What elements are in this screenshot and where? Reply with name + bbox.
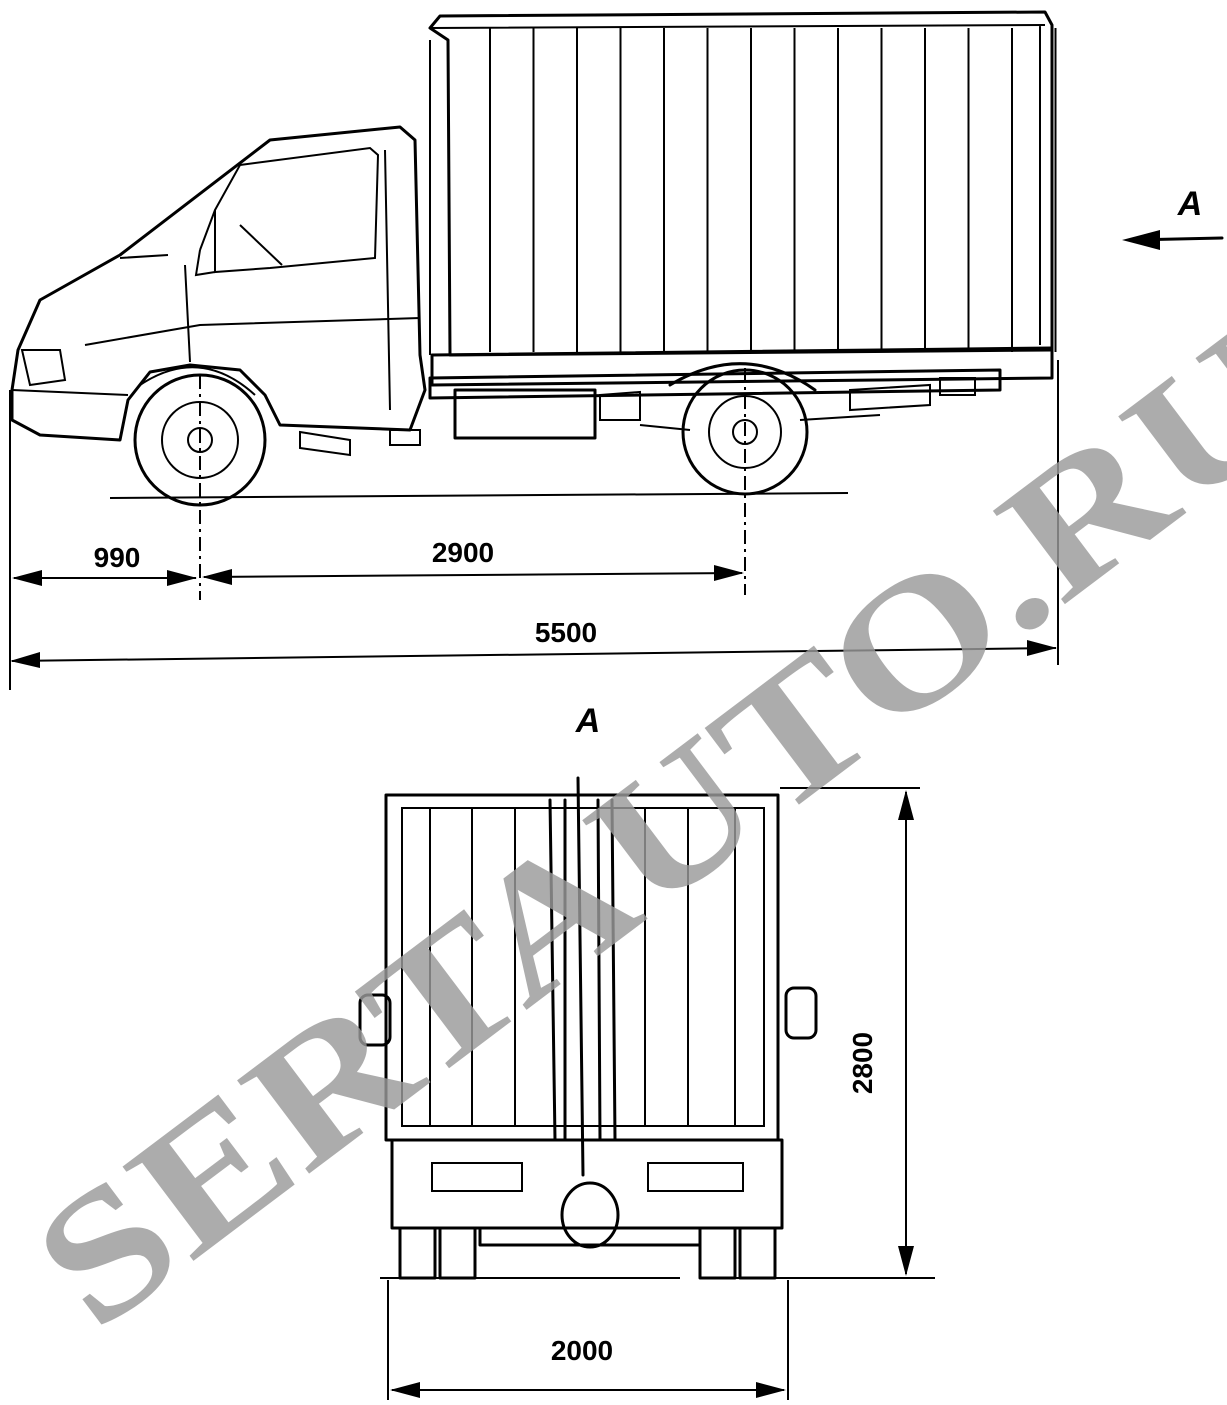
rear-view	[358, 776, 935, 1400]
view-direction-arrow	[1122, 230, 1224, 250]
overall-length-dimension	[10, 640, 1057, 668]
overall-length-label: 5500	[535, 617, 597, 648]
ground-line	[109, 492, 849, 499]
cargo-box-side	[428, 10, 1057, 387]
overall-width-label: 2000	[551, 1335, 613, 1366]
rear-chassis	[390, 1138, 784, 1249]
wheelbase-dimension	[202, 565, 744, 585]
side-view	[9, 10, 1224, 690]
rear-wheels	[398, 1226, 777, 1280]
rear-view-label: A	[575, 702, 601, 740]
overall-height-label: 2800	[847, 1032, 878, 1094]
front-overhang-dimension	[12, 570, 197, 586]
rear-door-corrugation-lines	[429, 808, 736, 1126]
overall-width-dimension	[390, 1382, 786, 1398]
overall-height-dimension	[898, 790, 914, 1276]
rear-mirrors	[358, 986, 818, 1047]
box-corrugation-lines	[489, 28, 1057, 352]
cab	[10, 125, 427, 442]
wheelbase-label: 2900	[432, 537, 494, 568]
front-overhang-label: 990	[94, 542, 141, 573]
watermark-text: SERTAUTO.RU	[0, 292, 1227, 1366]
view-arrow-label: A	[1177, 185, 1203, 223]
